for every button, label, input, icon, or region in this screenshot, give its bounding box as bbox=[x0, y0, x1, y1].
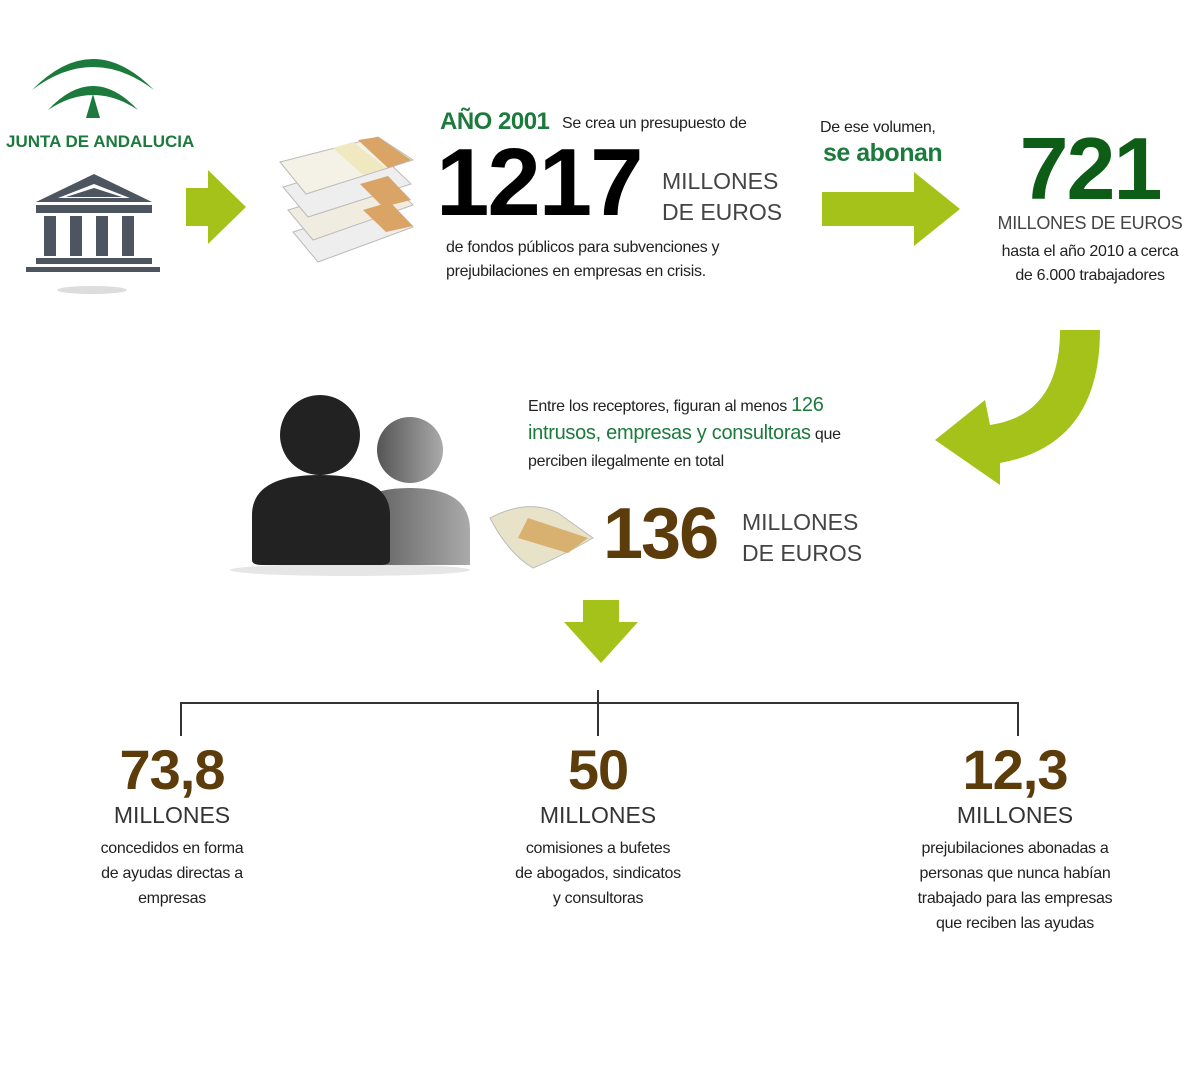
budget-description-line: de fondos públicos para subvenciones y bbox=[446, 239, 720, 256]
illegal-count: 126 bbox=[791, 394, 824, 416]
budget-amount: 1217 bbox=[436, 129, 644, 236]
breakdown-description-line: y consultoras bbox=[552, 890, 644, 907]
breakdown-description: prejubilaciones abonadas a personas que … bbox=[865, 836, 1165, 936]
arrow-icon bbox=[822, 172, 960, 246]
bracket-connector bbox=[180, 690, 1019, 736]
breakdown-amount: 50 bbox=[567, 738, 629, 801]
curved-arrow-icon bbox=[935, 330, 1100, 485]
paid-description-line: de 6.000 trabajadores bbox=[1015, 267, 1165, 284]
breakdown-item: 12,3 MILLONES prejubilaciones abonadas a… bbox=[865, 740, 1165, 936]
paid-amount: 721 bbox=[1019, 119, 1163, 218]
breakdown-description-line: que reciben las ayudas bbox=[936, 915, 1094, 932]
breakdown-description-line: de abogados, sindicatos bbox=[515, 865, 681, 882]
budget-unit: MILLONES DE EUROS bbox=[662, 166, 782, 228]
illegal-unit: MILLONES DE EUROS bbox=[742, 507, 862, 569]
breakdown-item: 73,8 MILLONES concedidos en forma de ayu… bbox=[22, 740, 322, 911]
government-building-icon bbox=[26, 174, 160, 294]
breakdown-amount: 12,3 bbox=[962, 738, 1069, 801]
illegal-amount: 136 bbox=[603, 494, 719, 574]
breakdown-description-line: trabajado para las empresas bbox=[917, 890, 1113, 907]
arrow-down-icon bbox=[564, 600, 638, 663]
illegal-description-line: perciben ilegalmente en total bbox=[528, 453, 724, 470]
illegal-receivers: intrusos, empresas y consultoras bbox=[528, 422, 811, 444]
breakdown-unit: MILLONES bbox=[113, 802, 231, 828]
paid-unit: MILLONES DE EUROS bbox=[997, 213, 1183, 233]
breakdown-unit: MILLONES bbox=[956, 802, 1074, 828]
illegal-unit-line: MILLONES bbox=[742, 509, 859, 535]
breakdown-description-line: empresas bbox=[138, 890, 206, 907]
paid-description-line: hasta el año 2010 a cerca bbox=[1001, 243, 1179, 260]
people-icon bbox=[230, 395, 470, 576]
budget-unit-line: MILLONES bbox=[662, 168, 779, 194]
euro-banknotes-icon bbox=[489, 506, 594, 569]
illegal-description-line: Entre los receptores, figuran al menos 1… bbox=[528, 392, 841, 420]
illegal-description: Entre los receptores, figuran al menos 1… bbox=[528, 392, 841, 475]
breakdown-description-line: personas que nunca habían bbox=[919, 865, 1111, 882]
breakdown-item: 50 MILLONES comisiones a bufetes de abog… bbox=[448, 740, 748, 911]
breakdown-unit: MILLONES bbox=[539, 802, 657, 828]
illegal-text: que bbox=[810, 426, 841, 443]
paid-intro-highlight: se abonan bbox=[823, 139, 943, 167]
junta-logo-icon bbox=[32, 59, 154, 118]
illegal-description-line: intrusos, empresas y consultoras que bbox=[528, 420, 841, 448]
breakdown-amount: 73,8 bbox=[119, 738, 226, 801]
logo-text: JUNTA DE ANDALUCIA bbox=[6, 132, 195, 151]
breakdown-description-line: comisiones a bufetes bbox=[525, 840, 671, 857]
budget-description-line: prejubilaciones en empresas en crisis. bbox=[446, 263, 706, 280]
breakdown-description: comisiones a bufetes de abogados, sindic… bbox=[448, 836, 748, 911]
budget-intro-text: Se crea un presupuesto de bbox=[562, 115, 747, 132]
breakdown-description-line: concedidos en forma bbox=[100, 840, 244, 857]
budget-year: AÑO 2001 bbox=[440, 108, 550, 135]
illegal-text: Entre los receptores, figuran al menos bbox=[528, 398, 792, 415]
arrow-icon bbox=[186, 170, 246, 244]
paid-description: hasta el año 2010 a cerca de 6.000 traba… bbox=[940, 240, 1200, 288]
budget-unit-line: DE EUROS bbox=[662, 199, 783, 225]
breakdown-description: concedidos en forma de ayudas directas a… bbox=[22, 836, 322, 911]
breakdown-description-line: de ayudas directas a bbox=[101, 865, 243, 882]
illegal-unit-line: DE EUROS bbox=[742, 540, 863, 566]
breakdown-description-line: prejubilaciones abonadas a bbox=[921, 840, 1109, 857]
euro-banknotes-icon bbox=[279, 136, 415, 263]
paid-intro: De ese volumen, bbox=[820, 119, 936, 136]
budget-description: de fondos públicos para subvenciones y p… bbox=[446, 236, 720, 284]
